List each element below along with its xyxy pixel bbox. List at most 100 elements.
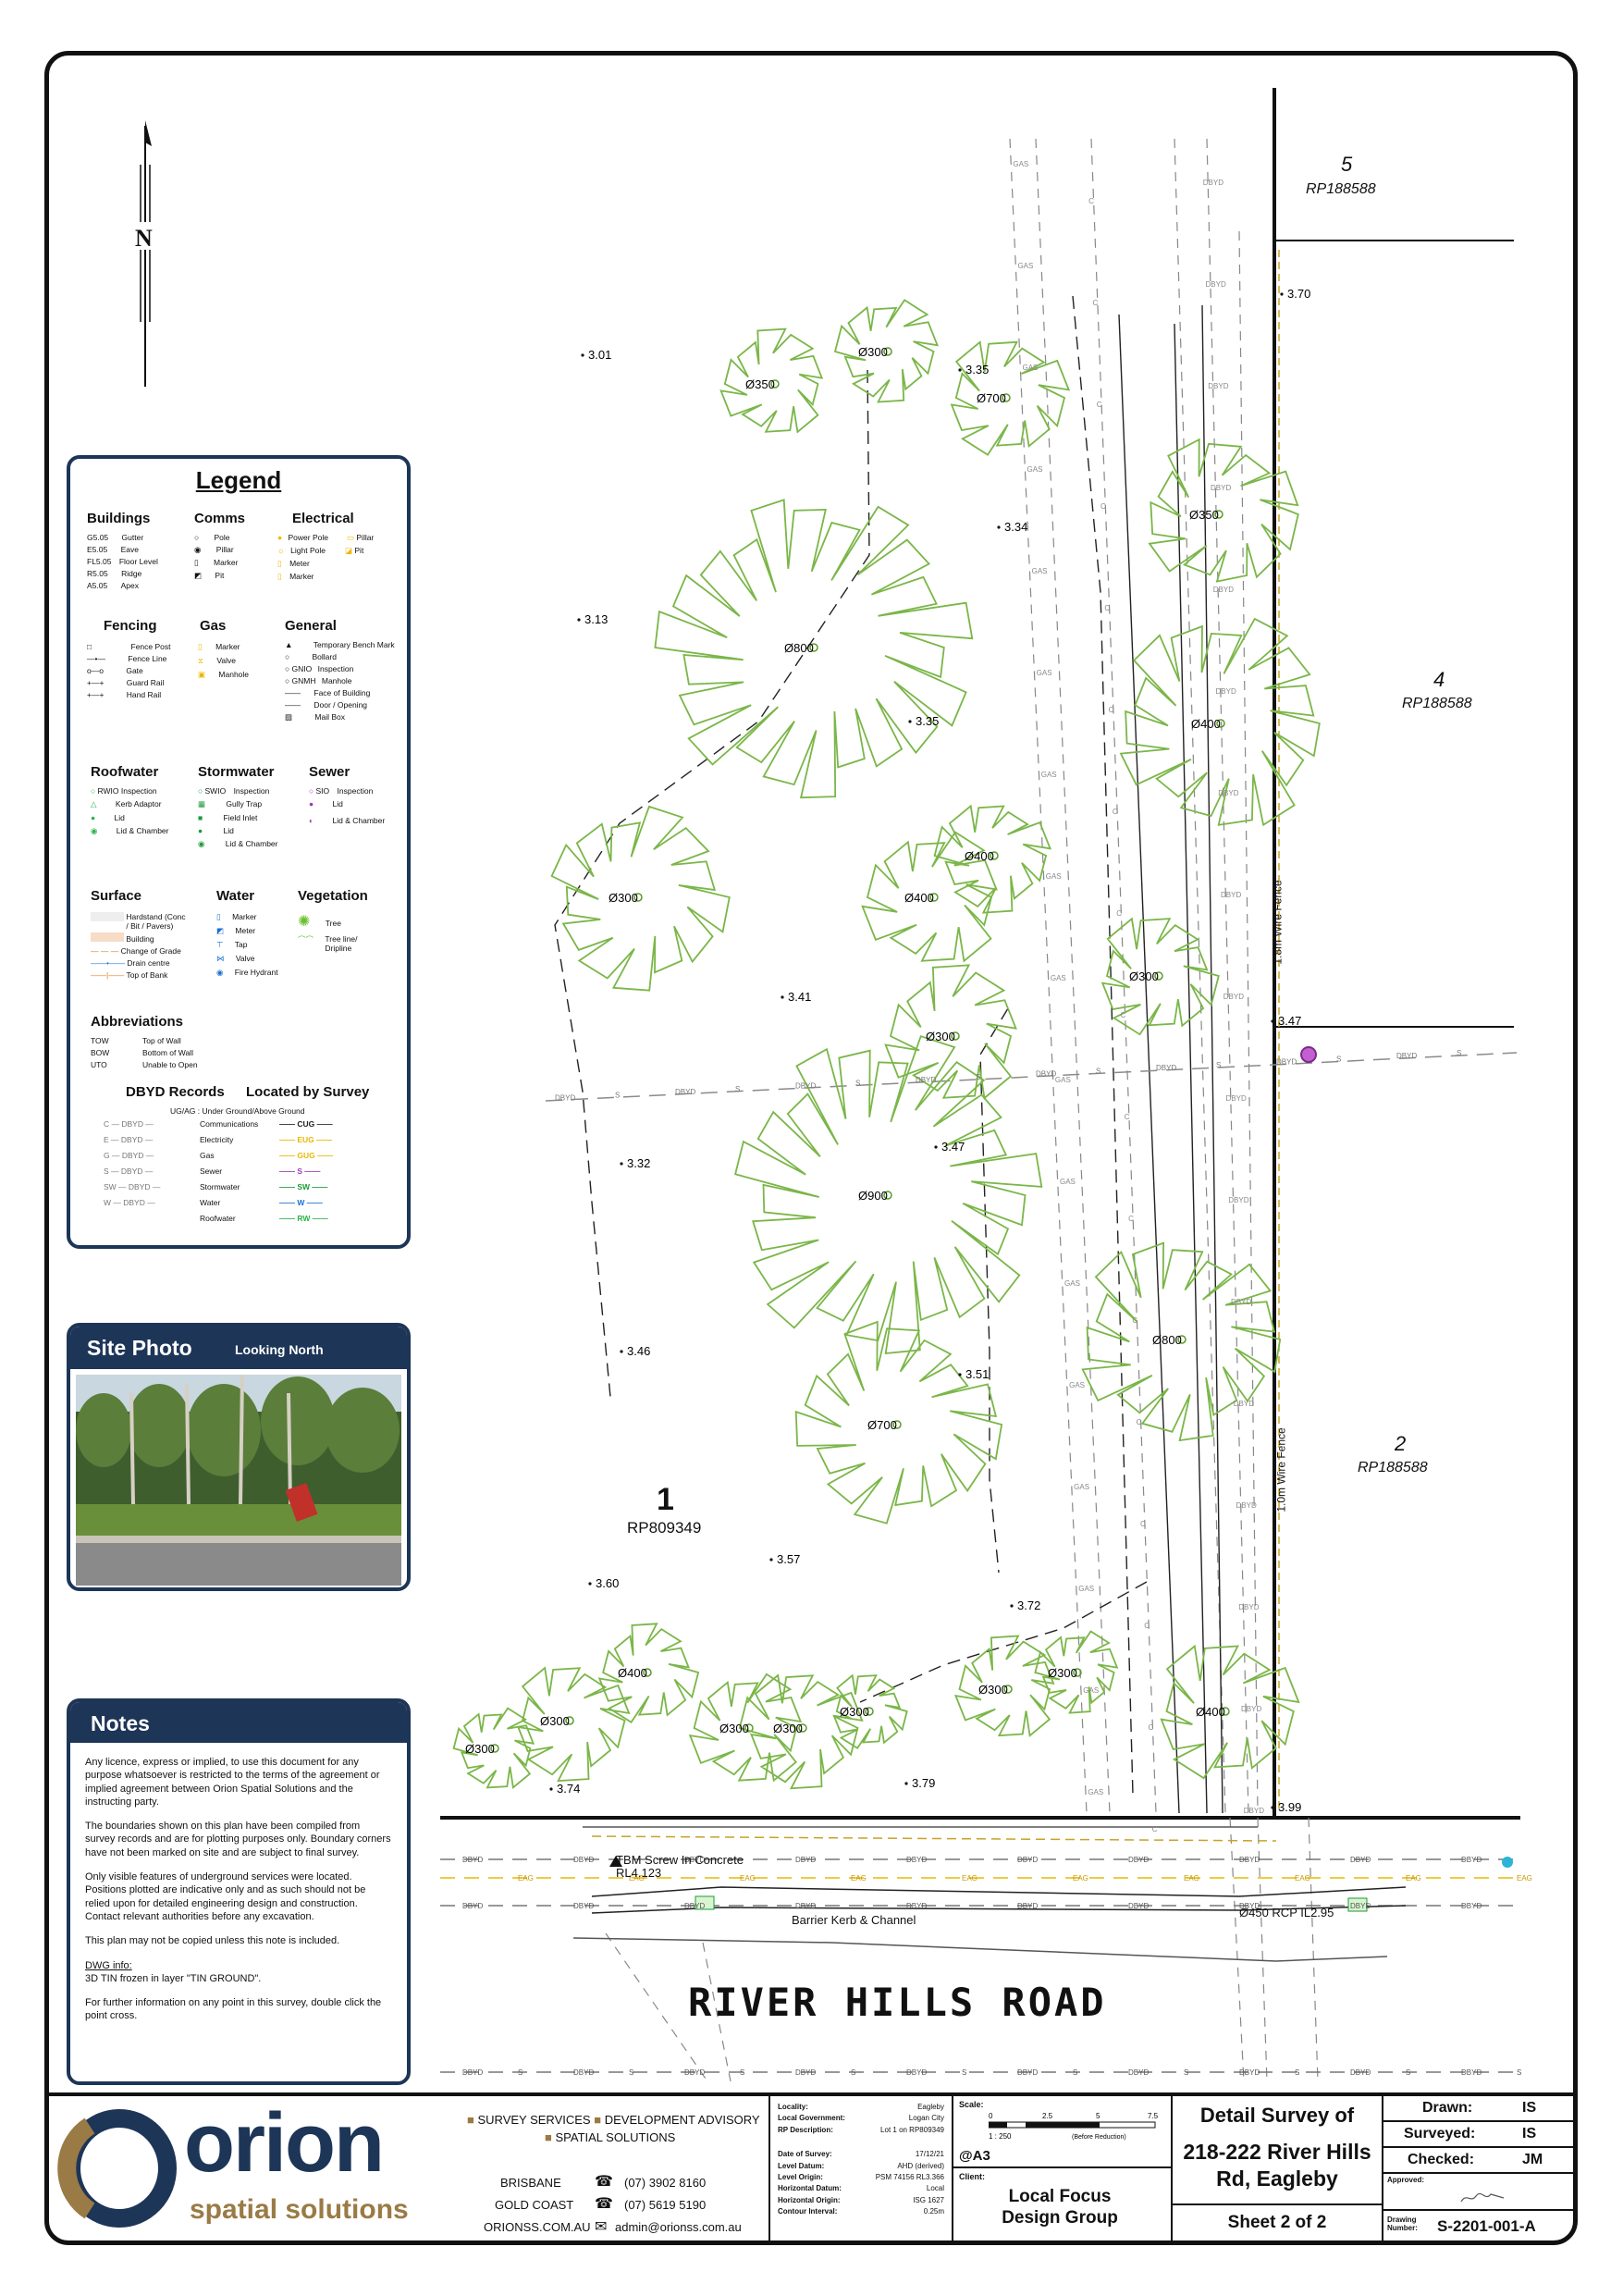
legend-general-list: ▲ Temporary Bench Mark ○ Bollard ○ GNIO … [285, 640, 395, 722]
tree-canopy [833, 299, 940, 403]
email-link[interactable]: admin@orionss.com.au [615, 2220, 742, 2234]
tree-canopy [832, 1673, 908, 1750]
line-tag: DBYD [916, 1076, 936, 1084]
service-item: SPATIAL SOLUTIONS [555, 2130, 676, 2144]
legend-survey-line: —— RW —— [279, 1214, 328, 1223]
tree-trunk [951, 1031, 960, 1041]
tree-trunk [1221, 1707, 1230, 1716]
tree-label: Ø300 [773, 1722, 803, 1735]
line-tag: C [1088, 197, 1094, 205]
legend-fencing-title: Fencing [104, 618, 157, 634]
service-item: DEVELOPMENT ADVISORY [604, 2113, 760, 2127]
legend-surface-title: Surface [91, 888, 142, 904]
checked-label: Checked: [1408, 2152, 1475, 2167]
line-tag: S [851, 2068, 855, 2077]
svg-text:1 : 250: 1 : 250 [989, 2132, 1012, 2141]
tree-label: Ø350 [745, 377, 775, 391]
line-tag: EAG [740, 1874, 756, 1882]
legend-code: UTO [91, 1060, 107, 1069]
legend-label: Change of Grade [120, 946, 181, 956]
legend-label: Top of Bank [126, 970, 168, 980]
line-tag: C [1132, 1316, 1137, 1325]
legend-label: Meter [289, 559, 310, 568]
legend-label: Pillar [356, 533, 375, 542]
line-tag: S [1073, 2068, 1077, 2077]
line-tag: GAS [1023, 364, 1039, 372]
legend-label: Lid & Chamber [332, 816, 386, 825]
phone-goldcoast: (07) 5619 5190 [624, 2198, 707, 2212]
legend-label: Power Pole [288, 533, 328, 542]
line-tag: GAS [1078, 1585, 1094, 1593]
legend-roofwater-title: Roofwater [91, 764, 159, 780]
info-row: Horizontal Datum:Local [778, 2183, 944, 2194]
tree-trunk [809, 643, 818, 652]
tree-canopy [861, 831, 998, 963]
legend-stormwater-title: Stormwater [198, 764, 275, 780]
legend-label: Fence Line [128, 654, 167, 663]
line-tag: DBYD [1208, 382, 1228, 390]
line-tag: C [1149, 1723, 1154, 1732]
legend-label: Lid & Chamber [116, 826, 169, 835]
tree-canopy [1160, 1644, 1300, 1780]
spot-level: 3.35 [965, 363, 989, 376]
approved-row: Approved: [1383, 2174, 1573, 2211]
tree-canopy [738, 1673, 864, 1790]
legend-label: Inspection [317, 664, 354, 673]
legend-label: Manhole [218, 670, 250, 679]
line-tag: DBYD [573, 1902, 594, 1910]
legend-label: Pole [214, 533, 230, 542]
line-tag: GAS [1051, 974, 1066, 982]
line-tag: S [1184, 2068, 1188, 2077]
line-tag: EAG [518, 1874, 534, 1882]
line-tag: DBYD [795, 1082, 816, 1091]
legend-label: Top of Wall [142, 1036, 181, 1045]
tree-trunk [1216, 719, 1225, 728]
legend-label: Inspection [233, 786, 270, 796]
line-tag: DBYD [1017, 1902, 1038, 1910]
tree-label: Ø300 [840, 1705, 869, 1719]
lot-5-rp: RP188588 [1306, 181, 1376, 197]
legend-gas-list: ▯ Marker ⧖ Valve ▣ Manhole [198, 642, 250, 679]
line-tag: GAS [1027, 465, 1043, 474]
line-tag: GAS [1041, 771, 1057, 779]
legend-label: Lid [223, 826, 234, 835]
line-tag: S [1457, 1049, 1461, 1057]
legend-code: G5.05 [87, 533, 109, 542]
legend-label: Kerb Adaptor [115, 799, 162, 809]
website-link[interactable]: ORIONSS.COM.AU [484, 2220, 591, 2234]
legend-electrical-title: Electrical [292, 511, 354, 526]
line-tag: C [1128, 1215, 1134, 1223]
fence-label-bottom: 1.0m Wire Fence [1274, 1427, 1288, 1512]
line-tag: DBYD [1276, 1058, 1297, 1067]
level-point [1271, 1019, 1274, 1023]
line-tag: GAS [1055, 1076, 1071, 1084]
info-key: Level Origin: [778, 2172, 823, 2181]
line-tag: DBYD [555, 1094, 575, 1103]
scale-block: Scale: 0 2.5 5 7.5 1 : 250 (Before Reduc… [953, 2096, 1171, 2168]
tree-canopy [452, 1707, 535, 1789]
legend-survey-line: —— W —— [279, 1198, 323, 1207]
line-tag: C [1116, 909, 1122, 918]
sheet-border [44, 51, 1578, 2245]
line-tag: GAS [1060, 1178, 1076, 1186]
tree-label: Ø300 [926, 1030, 955, 1043]
tree-trunk [798, 1723, 807, 1733]
legend-label: Lid [332, 799, 343, 809]
line-tag: GAS [1017, 262, 1033, 270]
level-point [781, 995, 784, 999]
line-tag: GAS [1088, 1788, 1103, 1796]
tree-canopy [1119, 617, 1321, 827]
survey-map: 3.013.353.343.133.353.703.413.473.323.47… [440, 88, 1532, 2082]
note-paragraph: Any licence, express or implied, to use … [85, 1757, 380, 1808]
level-point [934, 1145, 938, 1149]
notes-title: Notes [91, 1711, 150, 1735]
line-tag: DBYD [1461, 2068, 1482, 2077]
line-tag: S [735, 1085, 740, 1093]
lot-2-number: 2 [1395, 1432, 1407, 1455]
legend-electrical-list: ● Power Pole▭ Pillar ☼ Light Pole◪ Pit ▯… [277, 533, 375, 581]
legend-dbyd-label: Communications [200, 1119, 259, 1129]
spot-level: 3.74 [557, 1782, 580, 1796]
spot-level: 3.41 [788, 990, 811, 1004]
tree-label: Ø300 [858, 345, 888, 359]
tree-trunk [565, 1716, 574, 1725]
